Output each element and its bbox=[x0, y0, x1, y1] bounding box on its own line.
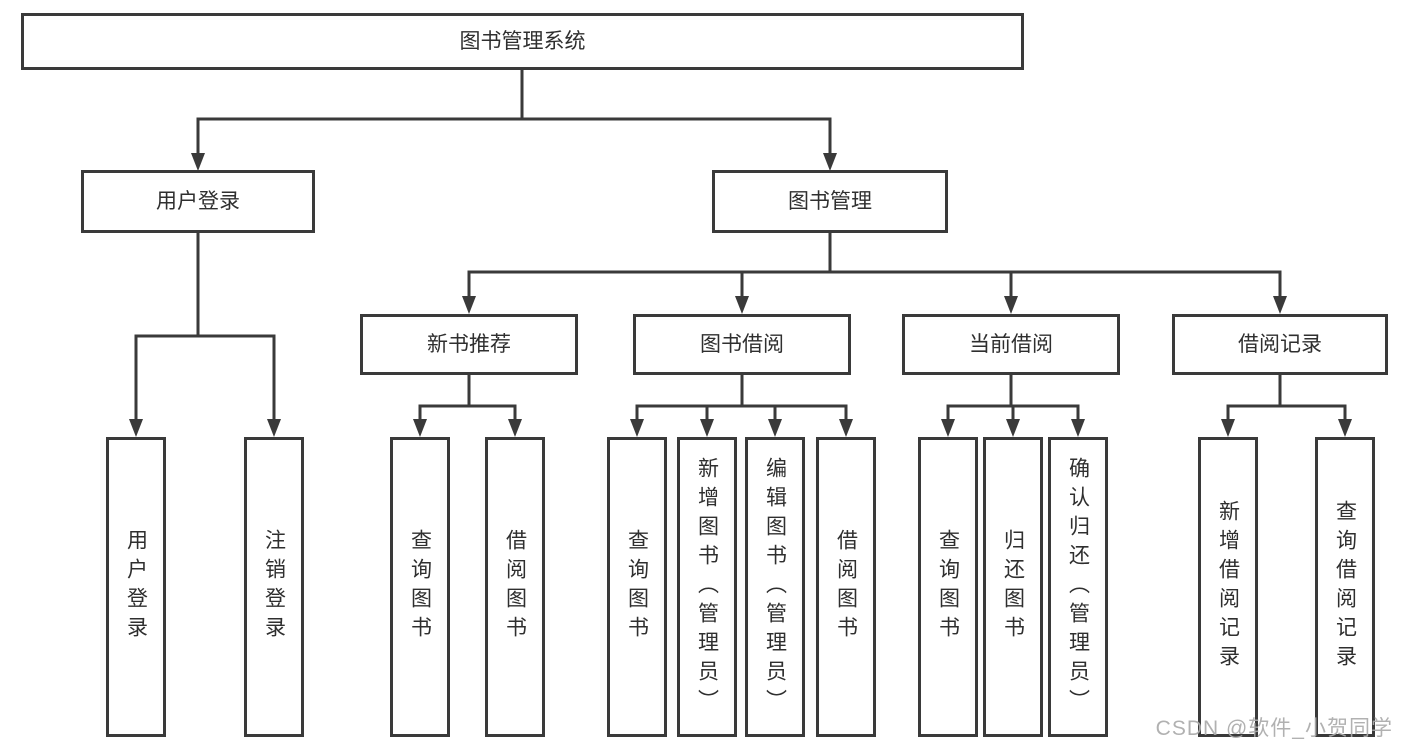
node-library-management-system: 图书管理系统 bbox=[21, 13, 1024, 70]
node-current-borrowing: 当前借阅 bbox=[902, 314, 1120, 375]
leaf-query-books-recommend: 查询图书 bbox=[390, 437, 450, 737]
arrowheads bbox=[129, 153, 1352, 437]
node-new-book-recommendation: 新书推荐 bbox=[360, 314, 578, 375]
leaf-confirm-return-admin: 确认归还（管理员） bbox=[1048, 437, 1108, 737]
csdn-watermark: CSDN @软件_小贺同学 bbox=[1155, 717, 1393, 740]
leaf-logout: 注销登录 bbox=[244, 437, 304, 737]
node-book-borrowing: 图书借阅 bbox=[633, 314, 851, 375]
leaf-borrow-books-borrowing: 借阅图书 bbox=[816, 437, 876, 737]
leaf-return-books: 归还图书 bbox=[983, 437, 1043, 737]
node-user-login: 用户登录 bbox=[81, 170, 315, 233]
leaf-borrow-books-recommend: 借阅图书 bbox=[485, 437, 545, 737]
leaf-edit-books-admin: 编辑图书（管理员） bbox=[745, 437, 805, 737]
leaf-query-books-borrowing: 查询图书 bbox=[607, 437, 667, 737]
node-book-management: 图书管理 bbox=[712, 170, 948, 233]
leaf-add-books-admin: 新增图书（管理员） bbox=[677, 437, 737, 737]
leaf-query-borrow-record: 查询借阅记录 bbox=[1315, 437, 1375, 737]
leaf-query-books-current: 查询图书 bbox=[918, 437, 978, 737]
leaf-user-login: 用户登录 bbox=[106, 437, 166, 737]
node-borrowing-records: 借阅记录 bbox=[1172, 314, 1388, 375]
leaf-add-borrow-record: 新增借阅记录 bbox=[1198, 437, 1258, 737]
